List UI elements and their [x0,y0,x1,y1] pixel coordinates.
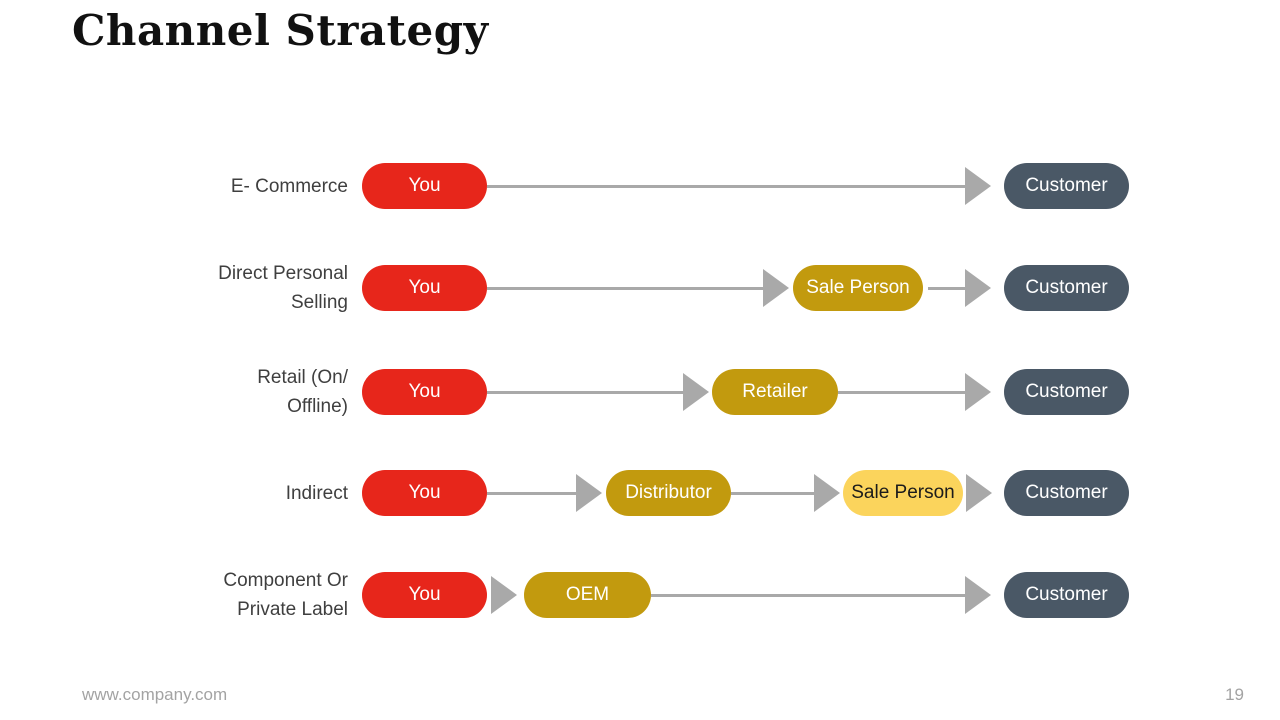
page-title: Channel Strategy [72,6,489,55]
row-label-retail: Retail (On/ Offline) [60,362,348,422]
node-sale-person: Sale Person [793,265,923,311]
arrow-right-icon [683,373,709,411]
node-label: Sale Person [806,277,910,298]
node-label: You [408,482,441,503]
arrow-right-icon [965,269,991,307]
node-you: You [362,369,487,415]
connector-line [487,287,763,290]
connector-line [487,391,683,394]
node-label: Sale Person [851,482,955,503]
row-label-line: Offline) [287,396,348,417]
connector-line [928,287,965,290]
node-label: OEM [565,584,610,605]
node-label: Retailer [742,381,808,402]
connector-line [651,594,965,597]
node-customer: Customer [1004,572,1129,618]
footer-website: www.company.com [82,685,228,704]
node-label: Customer [1025,584,1108,605]
connector-line [838,391,965,394]
row-label-indirect: Indirect [60,463,348,523]
row-label-ecommerce: E- Commerce [60,156,348,216]
node-customer: Customer [1004,369,1129,415]
node-you: You [362,265,487,311]
row-label-line: Private Label [237,599,348,620]
arrow-right-icon [966,474,992,512]
arrow-right-icon [576,474,602,512]
node-label: Customer [1025,482,1108,503]
node-label: You [408,381,441,402]
arrow-right-icon [814,474,840,512]
arrow-right-icon [965,576,991,614]
arrow-right-icon [491,576,517,614]
connector-line [487,492,576,495]
node-label: You [408,584,441,605]
connector-line [487,185,965,188]
node-you: You [362,470,487,516]
node-label: Customer [1025,381,1108,402]
row-label-direct-personal-selling: Direct Personal Selling [60,258,348,318]
node-oem: OEM [524,572,651,618]
footer-page-number: 19 [1225,685,1244,704]
node-customer: Customer [1004,265,1129,311]
node-label: Customer [1025,175,1108,196]
node-label: Customer [1025,277,1108,298]
row-label-line: Indirect [285,482,348,504]
node-label: You [408,175,441,196]
row-label-line: Retail (On/ [257,367,348,388]
row-label-line: Component Or [223,570,348,591]
node-label: Distributor [625,482,712,503]
row-label-line: E- Commerce [230,175,348,197]
connector-line [731,492,814,495]
row-label-line: Selling [290,292,348,313]
arrow-right-icon [965,167,991,205]
row-label-line: Direct Personal [218,263,348,284]
arrow-right-icon [763,269,789,307]
node-you: You [362,572,487,618]
node-customer: Customer [1004,163,1129,209]
node-sale-person-light: Sale Person [843,470,963,516]
node-retailer: Retailer [712,369,838,415]
node-customer: Customer [1004,470,1129,516]
node-distributor: Distributor [606,470,731,516]
row-label-component-private-label: Component Or Private Label [60,565,348,625]
node-label: You [408,277,441,298]
node-you: You [362,163,487,209]
arrow-right-icon [965,373,991,411]
